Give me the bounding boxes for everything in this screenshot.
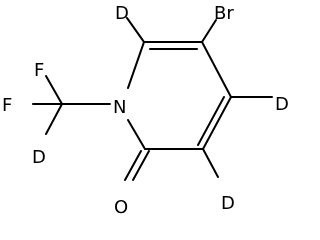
molecule-structure: Br D D D D N O F F [2, 3, 289, 218]
atom-d-c6: D [115, 3, 129, 24]
atom-f-top: F [34, 60, 44, 81]
atom-d-c4: D [275, 94, 289, 115]
atom-o: O [114, 197, 128, 218]
bond-cf-d [45, 103, 63, 135]
bond-cf-f-top [45, 75, 63, 105]
bond-c2-o-a [124, 150, 142, 181]
bond-c3-d [202, 148, 219, 178]
bond-c2-o-b [132, 150, 150, 181]
bond-c4-c3-double [197, 96, 225, 146]
atom-f-left: F [2, 95, 12, 116]
structure-canvas: Br D D D D N O F F [2, 3, 289, 218]
bond-n1-c6 [127, 41, 145, 89]
atom-n1: N [113, 97, 126, 118]
bond-c6-d [126, 17, 145, 43]
bond-c5-br [201, 19, 217, 43]
atom-d-c3: D [221, 193, 235, 214]
bond-c4-c3 [202, 96, 232, 150]
bond-c2-n1 [127, 119, 146, 150]
atom-d-cf: D [32, 147, 46, 168]
bond-c5-c4 [201, 41, 232, 98]
atom-br: Br [214, 3, 234, 24]
